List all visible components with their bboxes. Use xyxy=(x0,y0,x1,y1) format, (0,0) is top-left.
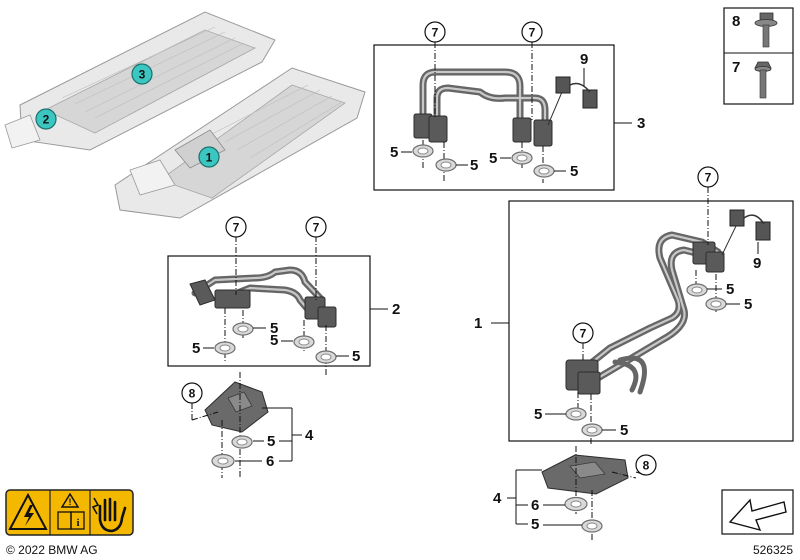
svg-text:5: 5 xyxy=(489,150,497,167)
callout-7-e: 7 xyxy=(697,166,719,188)
svg-text:5: 5 xyxy=(570,163,578,180)
copyright-text: © 2022 BMW AG xyxy=(6,543,98,557)
callout-1: 1 xyxy=(198,146,220,168)
callout-8-a: 8 xyxy=(181,382,203,420)
svg-text:7: 7 xyxy=(732,59,740,76)
sensor-connector xyxy=(721,209,771,256)
bolt-icon xyxy=(754,61,772,99)
svg-text:7: 7 xyxy=(233,221,240,235)
svg-text:5: 5 xyxy=(352,348,360,365)
assembly-4-right: 4 6 5 xyxy=(493,446,637,540)
callout-7-b: 7 xyxy=(521,21,543,43)
view-direction-arrow-icon xyxy=(721,489,794,535)
battery-housing-illustration xyxy=(4,11,366,219)
svg-text:6: 6 xyxy=(266,453,274,470)
svg-text:3: 3 xyxy=(637,115,645,132)
svg-text:5: 5 xyxy=(270,320,278,337)
svg-text:4: 4 xyxy=(493,490,502,507)
svg-text:2: 2 xyxy=(43,113,50,127)
safety-warning-label: ! i xyxy=(5,489,134,536)
svg-text:5: 5 xyxy=(620,422,628,439)
svg-text:5: 5 xyxy=(192,340,200,357)
sensor-connector xyxy=(547,76,598,126)
svg-text:8: 8 xyxy=(732,13,740,30)
svg-text:5: 5 xyxy=(470,157,478,174)
assembly-2: 2 5 5 5 5 xyxy=(167,236,400,375)
svg-text:8: 8 xyxy=(189,387,196,401)
callout-3: 3 xyxy=(131,63,153,85)
svg-text:!: ! xyxy=(69,497,72,507)
svg-text:7: 7 xyxy=(705,171,712,185)
screw-with-washer-icon xyxy=(754,12,778,48)
svg-text:1: 1 xyxy=(474,315,482,332)
svg-text:7: 7 xyxy=(529,26,536,40)
svg-text:5: 5 xyxy=(726,281,734,298)
callout-7-a: 7 xyxy=(424,21,446,43)
high-voltage-warning-icon xyxy=(8,492,48,530)
svg-text:7: 7 xyxy=(580,327,587,341)
svg-text:1: 1 xyxy=(206,151,213,165)
svg-text:i: i xyxy=(76,517,79,529)
no-touch-hand-icon xyxy=(91,497,127,533)
svg-text:6: 6 xyxy=(531,497,539,514)
callout-7-d: 7 xyxy=(305,216,327,238)
svg-text:7: 7 xyxy=(313,221,320,235)
svg-text:8: 8 xyxy=(643,459,650,473)
svg-text:2: 2 xyxy=(392,301,400,318)
caution-manual-icon: ! i xyxy=(57,492,85,530)
callout-2: 2 xyxy=(35,108,57,130)
callout-8-b: 8 xyxy=(635,454,657,476)
svg-text:9: 9 xyxy=(580,51,588,68)
image-number: 526325 xyxy=(753,543,793,557)
callout-7-f: 7 xyxy=(572,322,594,344)
assembly-1: 1 9 5 5 5 5 xyxy=(474,187,794,445)
svg-text:7: 7 xyxy=(432,26,439,40)
fastener-legend: 8 7 xyxy=(723,7,794,105)
callout-7-c: 7 xyxy=(225,216,247,238)
svg-text:5: 5 xyxy=(744,296,752,313)
svg-text:5: 5 xyxy=(390,144,398,161)
svg-text:9: 9 xyxy=(753,255,761,272)
assembly-4-left: 5 6 4 xyxy=(191,372,314,478)
svg-text:4: 4 xyxy=(305,427,314,444)
svg-text:5: 5 xyxy=(270,332,278,349)
svg-text:5: 5 xyxy=(531,516,539,533)
svg-text:5: 5 xyxy=(267,433,275,450)
svg-text:3: 3 xyxy=(139,68,146,82)
svg-text:5: 5 xyxy=(534,406,542,423)
assembly-3: 3 9 5 5 5 xyxy=(373,42,645,191)
